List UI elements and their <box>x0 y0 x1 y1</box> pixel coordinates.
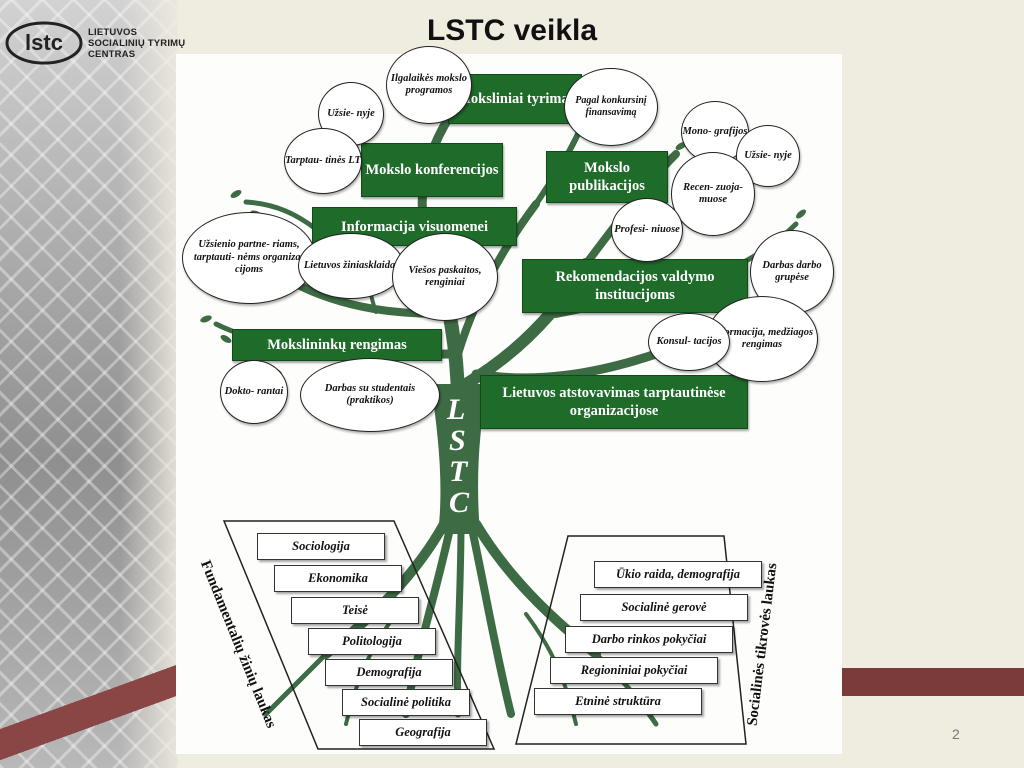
oval-tarptautines-lt: Tarptau- tinės LT <box>284 128 362 194</box>
oval-viesos-paskaitos: Viešos paskaitos, renginiai <box>392 233 498 321</box>
oval-konsultacijos: Konsul- tacijos <box>648 313 730 371</box>
oval-profesiniuose: Profesi- niuose <box>611 198 683 262</box>
box-rekomendacijos: Rekomendacijos valdymo institucijoms <box>522 259 748 313</box>
oval-uzsienio-partneriams: Užsienio partne- riams, tarptauti- nėms … <box>182 212 316 304</box>
oval-doktorantai: Dokto- rantai <box>220 360 288 424</box>
social-item-etnine-struktura: Etninė struktūra <box>534 688 702 715</box>
oval-ilgalaikes: Ilgalaikės mokslo programos <box>386 46 472 124</box>
social-item-socialine-gerove: Socialinė gerovė <box>580 594 748 621</box>
fundamental-item-politologija: Politologija <box>308 628 436 655</box>
trunk-letter-c: C <box>449 486 470 519</box>
lstc-logo-icon: lstc <box>5 21 83 65</box>
fundamental-item-geografija: Geografija <box>359 719 487 746</box>
trunk-letter-s: S <box>449 424 466 457</box>
background-photo-fade <box>120 0 180 768</box>
oval-pagal-konkursini: Pagal konkursinį finansavimą <box>564 68 658 146</box>
logo-text: LIETUVOS SOCIALINIŲ TYRIMŲ CENTRAS <box>88 27 185 60</box>
page-title: LSTC veikla <box>426 14 598 47</box>
oval-recenzuojamuose: Recen- zuoja- muose <box>671 152 755 236</box>
fundamental-item-sociologija: Sociologija <box>257 533 385 560</box>
social-item-darbo-rinkos: Darbo rinkos pokyčiai <box>565 626 733 653</box>
social-item-ukio-raida: Ūkio raida, demografija <box>594 561 762 588</box>
fundamental-item-demografija: Demografija <box>325 659 453 686</box>
decorative-band-left <box>0 660 178 768</box>
box-mokslininku-rengimas: Mokslininkų rengimas <box>232 329 442 361</box>
box-mokslo-publikacijos: Mokslo publikacijos <box>546 151 668 203</box>
logo-line-1: LIETUVOS <box>88 27 138 38</box>
oval-darbas-su-studentais: Darbas su studentais (praktikos) <box>300 358 440 432</box>
logo-line-3: CENTRAS <box>88 49 136 60</box>
social-item-regioniniai: Regioniniai pokyčiai <box>550 657 718 684</box>
logo: lstc LIETUVOS SOCIALINIŲ TYRIMŲ CENTRAS <box>4 18 185 68</box>
fundamental-item-socialine-politika: Socialinė politika <box>342 689 470 716</box>
fundamental-item-ekonomika: Ekonomika <box>274 565 402 592</box>
trunk-letter-t: T <box>449 455 468 488</box>
fundamental-item-teise: Teisė <box>291 597 419 624</box>
box-atstovavimas: Lietuvos atstovavimas tarptautinėse orga… <box>480 375 748 429</box>
logo-mark-text: lstc <box>25 30 63 55</box>
trunk-letter-l: L <box>447 393 466 426</box>
box-mokslo-konferencijos: Mokslo konferencijos <box>361 143 503 197</box>
oval-lietuvos-ziniasklaidai: Lietuvos žiniasklaidai <box>298 233 404 299</box>
logo-line-2: SOCIALINIŲ TYRIMŲ <box>88 38 186 49</box>
page-number: 2 <box>952 726 960 742</box>
